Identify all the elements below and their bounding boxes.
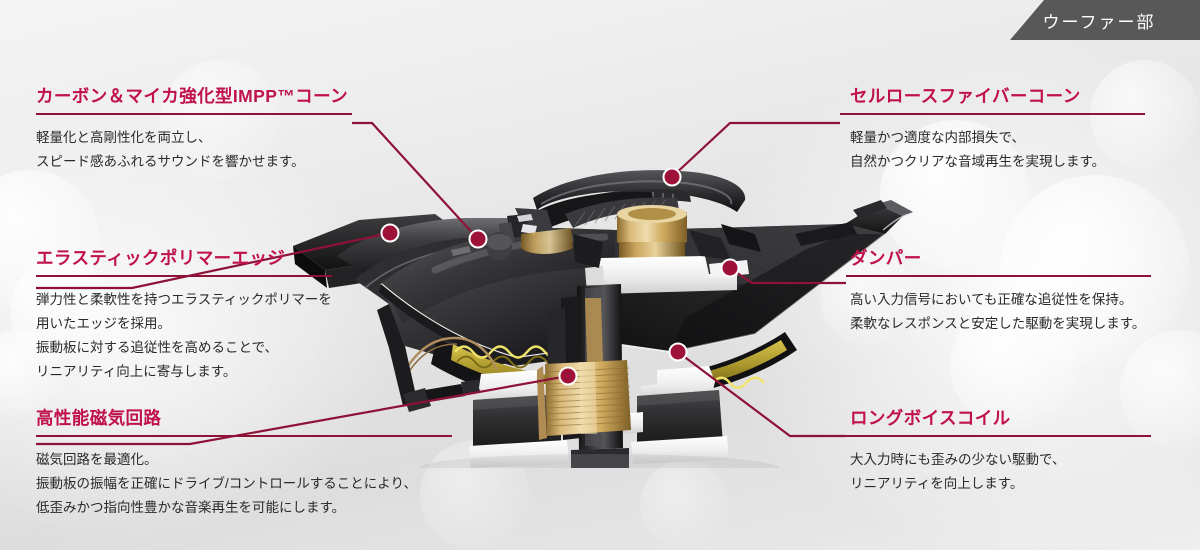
- callout-body-line: 軽量かつ適度な内部損失で、: [850, 129, 1025, 145]
- callout-impp-cone: カーボン＆マイカ強化型IMPP™コーン 軽量化と高剛性化を両立し、 スピード感あ…: [36, 86, 356, 174]
- section-tab-label: ウーファー部: [1042, 12, 1156, 32]
- callout-body-line: 軽量化と高剛性化を両立し、: [36, 129, 212, 145]
- tweeter-assembly: [451, 170, 761, 294]
- callout-cellulose-fiber-cone: セルロースファイバーコーン 軽量かつ適度な内部損失で、 自然かつクリアな音域再生…: [840, 86, 1160, 174]
- callout-title-elastic-polymer-edge: エラスティックポリマーエッジ: [36, 248, 286, 268]
- callout-body-line: 振動板の振幅を正確にドライブ/コントロールすることにより、: [36, 475, 417, 491]
- callout-body-line: 振動板に対する追従性を高めることで、: [36, 339, 279, 355]
- callout-body-line: 柔軟なレスポンスと安定した駆動を実現します。: [850, 315, 1146, 331]
- callout-body-elastic-polymer-edge: 弾力性と柔軟性を持つエラスティックポリマーを 用いたエッジを採用。 振動板に対す…: [36, 288, 336, 384]
- callout-long-voice-coil: ロングボイスコイル 大入力時にも歪みの少ない駆動で、 リニアリティを向上します。: [846, 408, 1160, 496]
- callout-body-impp-cone: 軽量化と高剛性化を両立し、 スピード感あふれるサウンドを響かせます。: [36, 126, 356, 174]
- callout-elastic-polymer-edge: エラスティックポリマーエッジ 弾力性と柔軟性を持つエラスティックポリマーを 用い…: [36, 248, 336, 384]
- callout-body-line: 自然かつクリアな音域再生を実現します。: [850, 153, 1106, 169]
- callout-body-line: リニアリティを向上します。: [850, 475, 1024, 491]
- callout-body-line: 用いたエッジを採用。: [36, 315, 171, 331]
- bokeh-circle: [640, 460, 730, 550]
- callout-body-line: 磁気回路を最適化。: [36, 451, 158, 467]
- callout-body-line: 高い入力信号においても正確な追従性を保持。: [850, 291, 1133, 307]
- callout-rule-magnetic-circuit: [36, 434, 452, 437]
- callout-rule-long-voice-coil: [846, 434, 1151, 437]
- callout-magnetic-circuit: 高性能磁気回路 磁気回路を最適化。 振動板の振幅を正確にドライブ/コントロールす…: [36, 408, 456, 520]
- callout-title-damper: ダンパー: [850, 248, 922, 268]
- callout-body-line: 大入力時にも歪みの少ない駆動で、: [850, 451, 1066, 467]
- callout-body-line: スピード感あふれるサウンドを響かせます。: [36, 153, 305, 169]
- callout-title-magnetic-circuit: 高性能磁気回路: [36, 408, 162, 428]
- callout-rule-damper: [846, 274, 1151, 277]
- callout-body-cellulose-fiber-cone: 軽量かつ適度な内部損失で、 自然かつクリアな音域再生を実現します。: [850, 126, 1160, 174]
- callout-body-magnetic-circuit: 磁気回路を最適化。 振動板の振幅を正確にドライブ/コントロールすることにより、 …: [36, 448, 456, 520]
- callout-body-line: リニアリティ向上に寄与します。: [36, 363, 237, 379]
- callout-rule-cellulose-fiber-cone: [840, 112, 1145, 115]
- callout-rule-elastic-polymer-edge: [36, 274, 332, 277]
- callout-damper: ダンパー 高い入力信号においても正確な追従性を保持。 柔軟なレスポンスと安定した…: [846, 248, 1160, 336]
- callout-title-impp-cone: カーボン＆マイカ強化型IMPP™コーン: [36, 86, 349, 106]
- callout-title-cellulose-fiber-cone: セルロースファイバーコーン: [850, 86, 1081, 106]
- section-tab-woofer: ウーファー部: [1010, 0, 1200, 40]
- callout-body-line: 低歪みかつ指向性豊かな音楽再生を可能にします。: [36, 499, 346, 515]
- speaker-frame-right: [795, 200, 913, 246]
- callout-title-long-voice-coil: ロングボイスコイル: [850, 408, 1011, 428]
- callout-body-damper: 高い入力信号においても正確な追従性を保持。 柔軟なレスポンスと安定した駆動を実現…: [850, 288, 1160, 336]
- callout-rule-impp-cone: [36, 112, 352, 115]
- callout-body-long-voice-coil: 大入力時にも歪みの少ない駆動で、 リニアリティを向上します。: [850, 448, 1160, 496]
- callout-body-line: 弾力性と柔軟性を持つエラスティックポリマーを: [36, 291, 332, 307]
